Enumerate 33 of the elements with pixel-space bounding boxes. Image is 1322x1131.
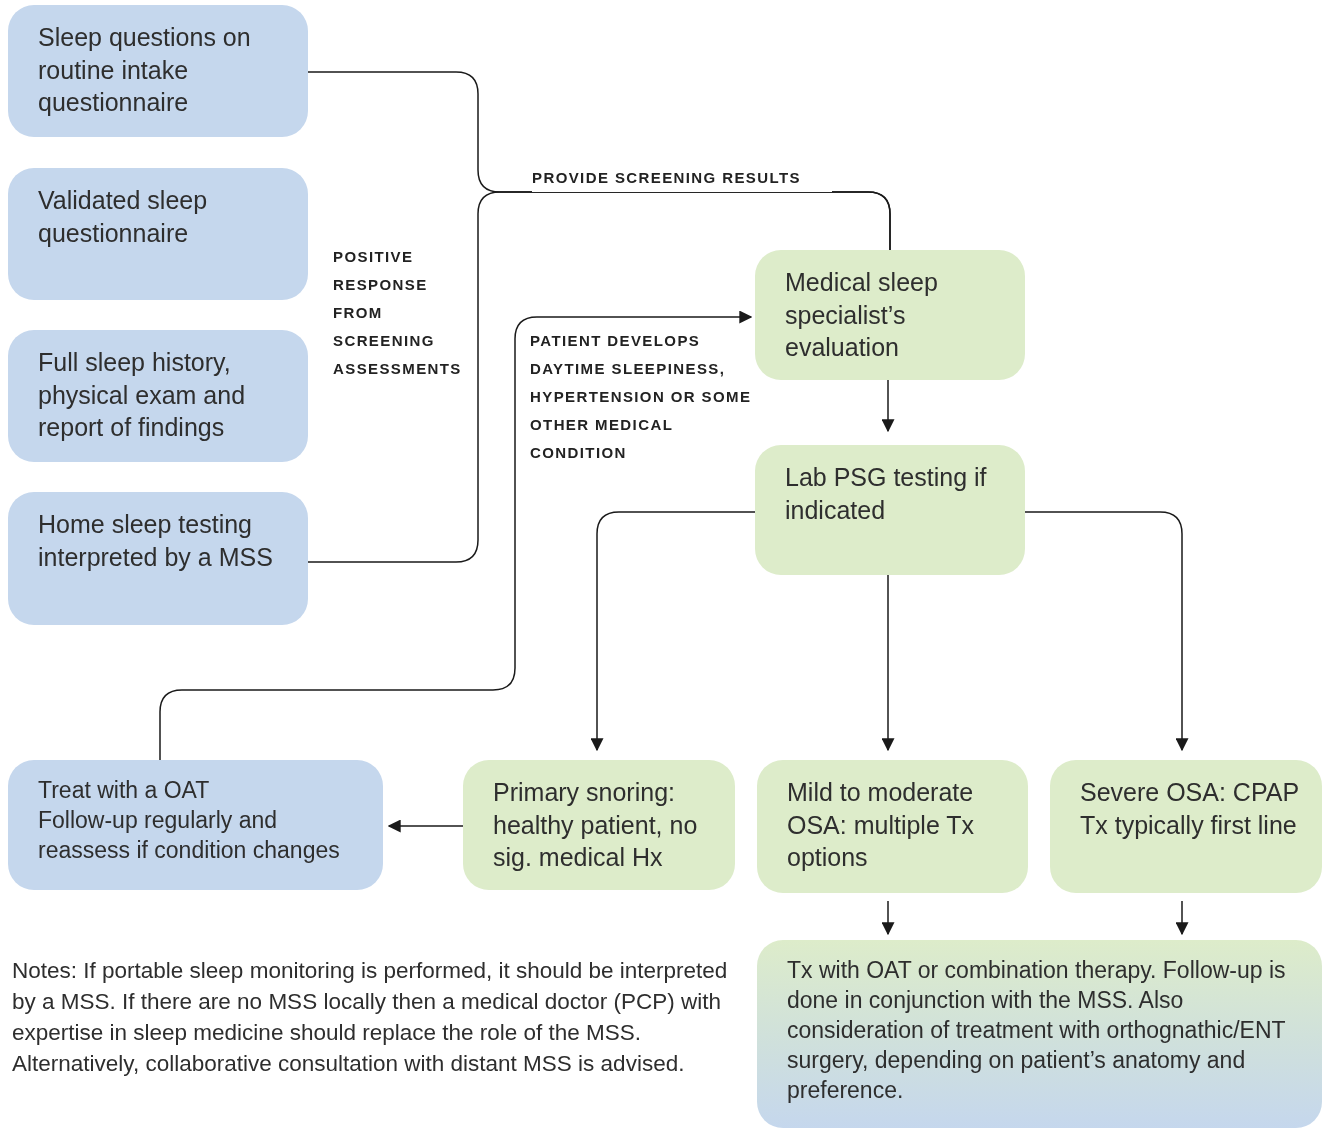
box-text: Medical sleep specialist’s evaluation <box>785 267 939 363</box>
box-text: Full sleep history, physical exam and report of findings <box>38 347 247 443</box>
box-text: Sleep questions on routine intake questionnaire <box>38 22 252 118</box>
process-box <box>8 492 308 625</box>
connector-arrow <box>1175 900 1189 936</box>
connector-arrow <box>590 511 756 752</box>
box-text: Tx with OAT or combination therapy. Follow-up is done in conjunction with the MSS. Also consideration of treatment with orthognathic/ENT surgery, depending on patient’s anatomy and preference. <box>787 956 1287 1105</box>
flow-label: POSITIVE RESPONSE FROM SCREENING ASSESSMENTS <box>333 247 463 379</box>
box-text: Follow-up regularly and reassess if condition changes <box>38 805 341 865</box>
connector-arrow <box>387 819 464 833</box>
process-box <box>757 940 1322 1128</box>
box-text: Lab PSG testing if indicated <box>785 462 988 526</box>
box-text: Home sleep testing interpreted by a MSS <box>38 509 274 573</box>
process-box <box>1050 760 1322 893</box>
box-text: Mild to moderate OSA: multiple Tx options <box>787 777 976 873</box>
process-box <box>8 5 308 137</box>
connector-arrow <box>159 310 753 761</box>
process-box <box>755 445 1025 575</box>
box-text: Primary snoring: healthy patient, no sig. medical Hx <box>493 777 699 873</box>
connector-arrow <box>881 574 895 752</box>
process-box <box>755 250 1025 380</box>
connector-arrow <box>1024 511 1189 752</box>
connector-arrow <box>881 379 895 433</box>
process-box <box>8 760 383 890</box>
box-text: Severe OSA: CPAP Tx typically first line <box>1080 777 1300 841</box>
box-text: Validated sleep questionnaire <box>38 185 209 249</box>
process-box <box>757 760 1028 893</box>
process-box <box>8 168 308 300</box>
process-box <box>463 760 735 890</box>
box-text: Treat with a OAT <box>38 776 211 805</box>
connector-arrow <box>881 900 895 936</box>
notes-text: Notes: If portable sleep monitoring is performed, it should be interpreted by a MSS. If there are no MSS locally then a medical doctor (PCP) with expertise in sleep medicine should replace the role of the MSS. Alternatively, collaborative consultation with distant MSS is advised. <box>12 957 729 1079</box>
process-box <box>8 330 308 462</box>
